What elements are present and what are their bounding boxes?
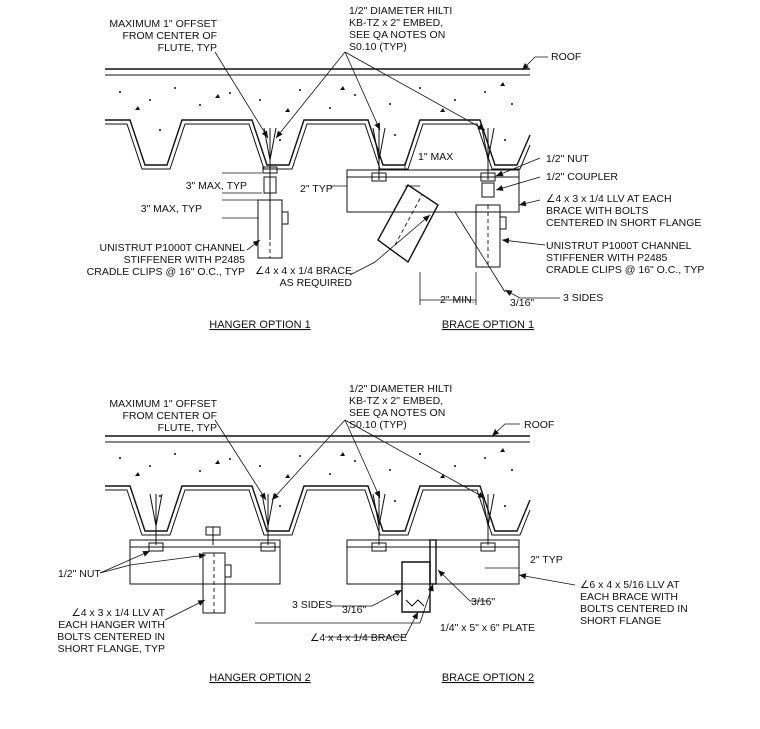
title-brace-option-2: BRACE OPTION 2 <box>442 672 534 684</box>
hanger2-nut-a <box>148 542 164 552</box>
brace2-nut-b <box>480 542 496 552</box>
roof-label-2: ROOF <box>524 419 554 431</box>
dim-2min: 2" MIN. <box>440 294 475 306</box>
dim-2typ-1: 2" TYP <box>300 183 333 195</box>
detail-1: MAXIMUM 1" OFFSET FROM CENTER OF FLUTE, … <box>87 5 705 331</box>
brace-note-line-1: ∠4 x 4 x 1/4 BRACE <box>255 265 352 277</box>
metal-deck-inner-2 <box>105 489 531 536</box>
offset-note2-line-2: FROM CENTER OF <box>123 410 218 422</box>
title-hanger-option-2: HANGER OPTION 2 <box>209 672 310 684</box>
anchor-note2-line-3: SEE QA NOTES ON <box>349 407 445 419</box>
angle-right-line-3: BOLTS CENTERED IN <box>580 603 688 615</box>
hanger2-nut-b <box>260 542 276 552</box>
anchor-note2-line-4: S0.10 (TYP) <box>349 419 407 431</box>
angle-left-line-4: SHORT FLANGE, TYP <box>58 643 165 655</box>
weld-size-right-2: 3/16" <box>471 596 495 608</box>
brace-nut-b <box>480 172 496 182</box>
angle-llv-brace-1 <box>346 169 520 213</box>
title-brace-option-1: BRACE OPTION 1 <box>442 319 534 331</box>
anchor-hanger-2a <box>149 493 163 545</box>
anchor-spec-note-2: 1/2" DIAMETER HILTI KB-TZ x 2" EMBED, SE… <box>349 383 452 431</box>
metal-deck-profile <box>105 119 531 166</box>
anchor-hanger-2b <box>261 493 275 545</box>
brace-note-line-2: AS REQUIRED <box>280 277 353 289</box>
angle-left-line-1: ∠4 x 3 x 1/4 LLV AT <box>71 607 165 619</box>
hanger-nut <box>262 166 278 174</box>
coupler-label: 1/2" COUPLER <box>546 171 618 183</box>
dim-1max: 1" MAX <box>418 151 453 163</box>
hanger2-top-nut <box>205 526 221 536</box>
brace-coupler <box>481 182 495 198</box>
diagonal-brace-1 <box>377 183 439 264</box>
brace2-nut-a <box>371 542 387 552</box>
offset-note-line-2: FROM CENTER OF <box>123 30 218 42</box>
anchor-spec-note-1: 1/2" DIAMETER HILTI KB-TZ x 2" EMBED, SE… <box>349 5 452 53</box>
metal-deck-profile-2 <box>105 485 531 532</box>
angle-right-line-1: ∠6 x 4 x 5/16 LLV AT <box>580 579 680 591</box>
unistrut-right-line-2: STIFFENER WITH P2485 <box>546 252 668 264</box>
brace-nut-a <box>371 172 387 182</box>
anchor-brace-1b <box>481 127 495 180</box>
anchor-note2-line-2: KB-TZ x 2" EMBED, <box>349 395 443 407</box>
offset-note2-line-3: FLUTE, TYP <box>158 422 217 434</box>
weld-sides-2: 3 SIDES <box>292 599 332 611</box>
offset-note-line-3: FLUTE, TYP <box>158 42 217 54</box>
dim-2typ-2: 2" TYP <box>530 554 563 566</box>
unistrut-left-line-2: STIFFENER WITH P2485 <box>124 254 246 266</box>
dim-3max-b: 3" MAX, TYP <box>141 203 202 215</box>
anchor-brace-2a <box>372 493 386 545</box>
unistrut-note-right: UNISTRUT P1000T CHANNEL STIFFENER WITH P… <box>546 240 704 276</box>
concrete-aggregate-2 <box>119 448 513 507</box>
unistrut-right-line-3: CRADLE CLIPS @ 16" O.C., TYP <box>546 264 704 276</box>
anchor-note2-line-1: 1/2" DIAMETER HILTI <box>349 383 452 395</box>
angle-note-left-2: ∠4 x 3 x 1/4 LLV AT EACH HANGER WITH BOL… <box>57 607 165 655</box>
hanger2-clip <box>224 564 232 578</box>
plate-label: 1/4" x 5" x 6" PLATE <box>440 622 535 634</box>
detail-2: MAXIMUM 1" OFFSET FROM CENTER OF FLUTE, … <box>57 383 688 684</box>
anchor-offset-note-1: MAXIMUM 1" OFFSET FROM CENTER OF FLUTE, … <box>109 18 217 54</box>
anchor-note-line-4: S0.10 (TYP) <box>349 41 407 53</box>
nut-label-1: 1/2" NUT <box>546 153 589 165</box>
cradle-clip-right <box>499 216 507 230</box>
angle-note-line-1: ∠4 x 3 x 1/4 LLV AT EACH <box>546 193 672 205</box>
roof-label-1: ROOF <box>551 51 581 63</box>
offset-note-line-1: MAXIMUM 1" OFFSET <box>109 18 217 30</box>
metal-deck-inner <box>105 123 531 170</box>
hanger-coupler <box>263 176 277 194</box>
offset-note2-line-1: MAXIMUM 1" OFFSET <box>109 398 217 410</box>
angle-left-line-3: BOLTS CENTERED IN <box>57 631 165 643</box>
angle-note-line-3: CENTERED IN SHORT FLANGE <box>546 217 701 229</box>
unistrut-right-line-1: UNISTRUT P1000T CHANNEL <box>546 240 692 252</box>
angle-right-line-4: SHORT FLANGE <box>580 615 661 627</box>
anchor-brace-2b <box>481 493 495 545</box>
title-hanger-option-1: HANGER OPTION 1 <box>209 319 310 331</box>
angle-llv-hanger-2 <box>129 539 281 585</box>
anchor-offset-note-2: MAXIMUM 1" OFFSET FROM CENTER OF FLUTE, … <box>109 398 217 434</box>
weld-sides-1: 3 SIDES <box>563 292 603 304</box>
unistrut-note-left: UNISTRUT P1000T CHANNEL STIFFENER WITH P… <box>87 242 245 278</box>
dim-3max-a: 3" MAX, TYP <box>186 180 247 192</box>
anchor-note-line-1: 1/2" DIAMETER HILTI <box>349 5 452 17</box>
anchor-note-line-3: SEE QA NOTES ON <box>349 29 445 41</box>
anchor-brace-1a <box>372 127 386 180</box>
concrete-aggregate <box>119 82 513 141</box>
unistrut-left-line-1: UNISTRUT P1000T CHANNEL <box>100 242 246 254</box>
brace-label-2: ∠4 x 4 x 1/4 BRACE <box>310 632 407 644</box>
weld-size-1: 3/16" <box>510 297 534 309</box>
brace-2-member <box>401 561 431 613</box>
angle-note-right-2: ∠6 x 4 x 5/16 LLV AT EACH BRACE WITH BOL… <box>580 579 688 627</box>
break-line <box>405 599 425 607</box>
angle-left-line-2: EACH HANGER WITH <box>58 619 165 631</box>
angle-note-line-2: BRACE WITH BOLTS <box>546 205 648 217</box>
brace-note-1: ∠4 x 4 x 1/4 BRACE AS REQUIRED <box>255 265 352 289</box>
angle-note-1: ∠4 x 3 x 1/4 LLV AT EACH BRACE WITH BOLT… <box>546 193 701 229</box>
cradle-clip-left <box>281 211 289 225</box>
weld-size-left-2: 3/16" <box>342 604 366 616</box>
unistrut-left-line-3: CRADLE CLIPS @ 16" O.C., TYP <box>87 266 245 278</box>
angle-right-line-2: EACH BRACE WITH <box>580 591 678 603</box>
anchor-note-line-2: KB-TZ x 2" EMBED, <box>349 17 443 29</box>
nut-label-2: 1/2" NUT <box>58 568 101 580</box>
